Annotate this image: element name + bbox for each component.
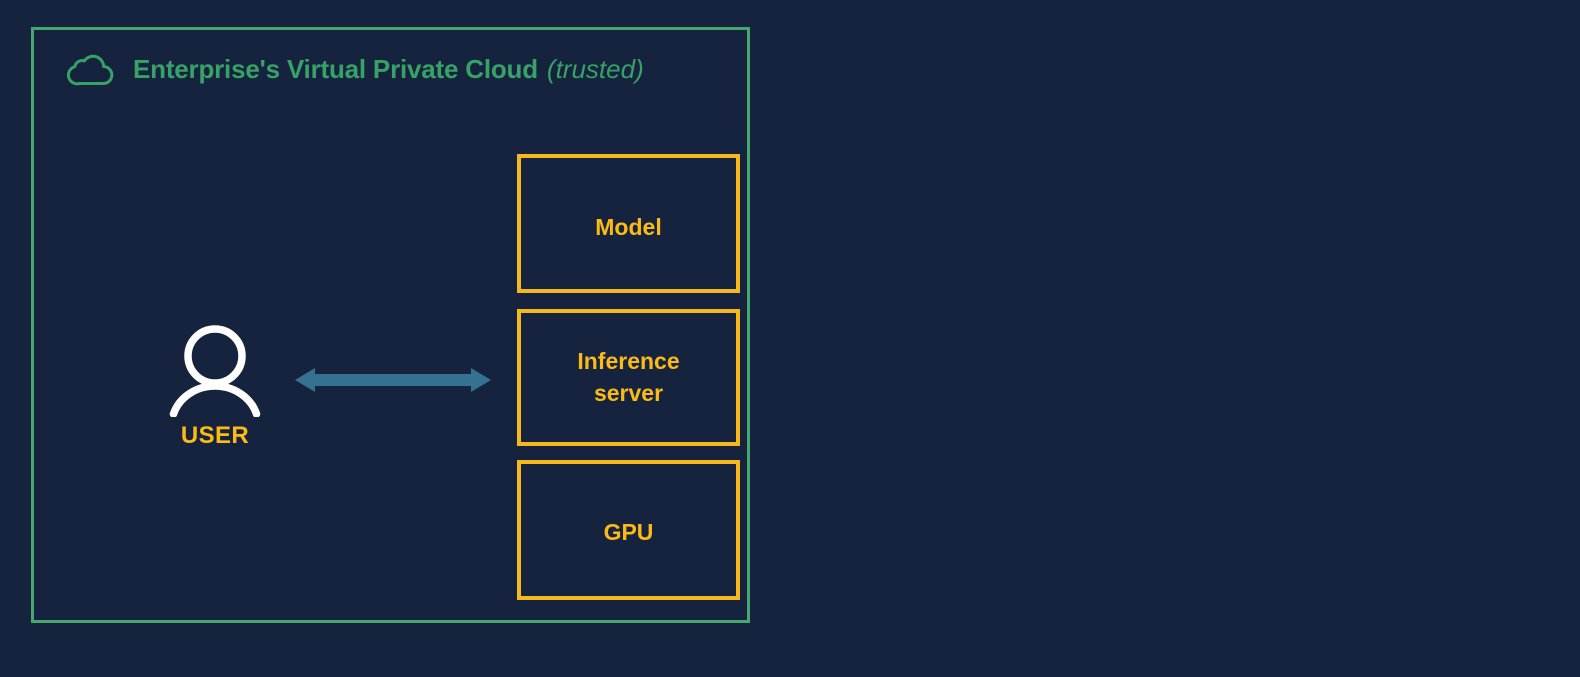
component-box-model[interactable]: Model (517, 154, 740, 293)
user-icon (169, 325, 261, 417)
trusted-zone-container: Enterprise's Virtual Private Cloud (trust… (31, 27, 750, 623)
component-label-inference-server: Inference server (577, 348, 680, 406)
trusted-zone-header: Enterprise's Virtual Private Cloud (trust… (65, 50, 644, 88)
cloud-icon (66, 54, 114, 86)
component-label-model: Model (595, 214, 662, 240)
component-box-gpu[interactable]: GPU (517, 460, 740, 600)
user-actor[interactable]: USER (150, 322, 280, 450)
component-box-inference-server[interactable]: Inference server (517, 309, 740, 446)
user-to-inference-server-arrow (295, 368, 491, 392)
user-actor-label: USER (180, 422, 250, 449)
component-label-gpu: GPU (603, 519, 654, 545)
trusted-zone-title: Enterprise's Virtual Private Cloud (133, 53, 538, 84)
trusted-zone-trust-annotation: (trusted) (546, 53, 644, 84)
page-title: Enterprise's Virtual Private Cloud (trust… (133, 54, 644, 85)
